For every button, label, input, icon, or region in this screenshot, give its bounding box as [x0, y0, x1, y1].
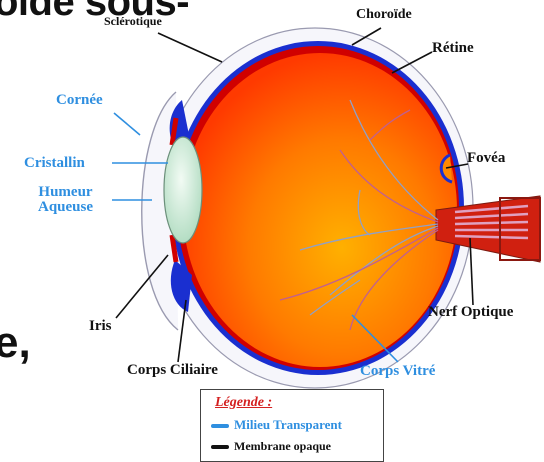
label-corps-ciliaire: Corps Ciliaire: [127, 362, 218, 379]
label-sclerotique: Sclérotique: [104, 14, 162, 29]
label-nerf-optique: Nerf Optique: [428, 304, 513, 321]
label-cristallin: Cristallin: [24, 155, 85, 172]
legend-item-opaque: Membrane opaque: [211, 439, 331, 454]
label-fovea: Fovéa: [467, 150, 505, 167]
label-choroide: Choroïde: [356, 7, 412, 23]
legend: Légende : Milieu Transparent Membrane op…: [200, 389, 384, 462]
legend-item-transparent: Milieu Transparent: [211, 417, 342, 433]
black-swatch-icon: [211, 445, 229, 449]
vitreous-body: [183, 53, 457, 367]
blue-swatch-icon: [211, 424, 229, 428]
lens: [164, 137, 202, 243]
legend-label-transparent: Milieu Transparent: [234, 417, 342, 432]
legend-title: Légende :: [215, 395, 272, 411]
label-cornee: Cornée: [56, 92, 103, 109]
legend-label-opaque: Membrane opaque: [234, 439, 331, 453]
label-corps-vitre: Corps Vitré: [360, 363, 435, 380]
label-retine: Rétine: [432, 40, 474, 57]
label-iris: Iris: [89, 318, 112, 335]
label-humeur-aqueuse: Humeur Aqueuse: [38, 185, 93, 215]
